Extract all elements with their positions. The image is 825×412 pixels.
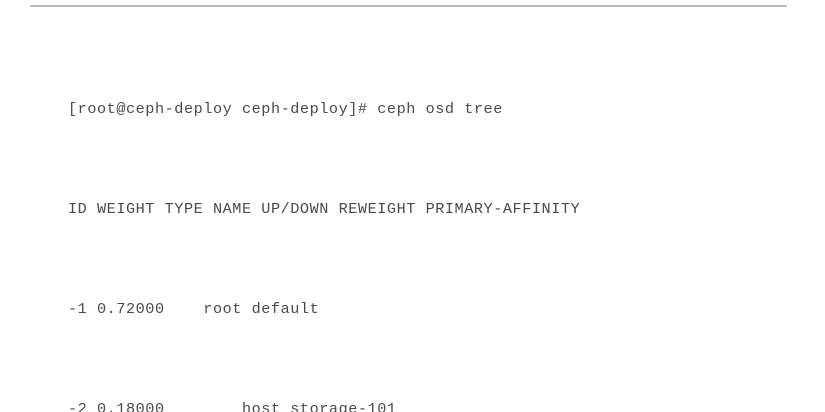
table-row-host-storage-101: -2 0.18000 host storage-101 (68, 400, 397, 412)
terminal-header-line: ID WEIGHT TYPE NAME UP/DOWN REWEIGHT PRI… (68, 200, 581, 219)
terminal-output-block[interactable]: [root@ceph-deploy ceph-deploy]# ceph osd… (68, 26, 808, 412)
table-row-root-default: -1 0.72000 root default (68, 300, 320, 319)
horizontal-rule-divider (30, 5, 787, 7)
terminal-prompt-line: [root@ceph-deploy ceph-deploy]# ceph osd… (68, 99, 503, 118)
